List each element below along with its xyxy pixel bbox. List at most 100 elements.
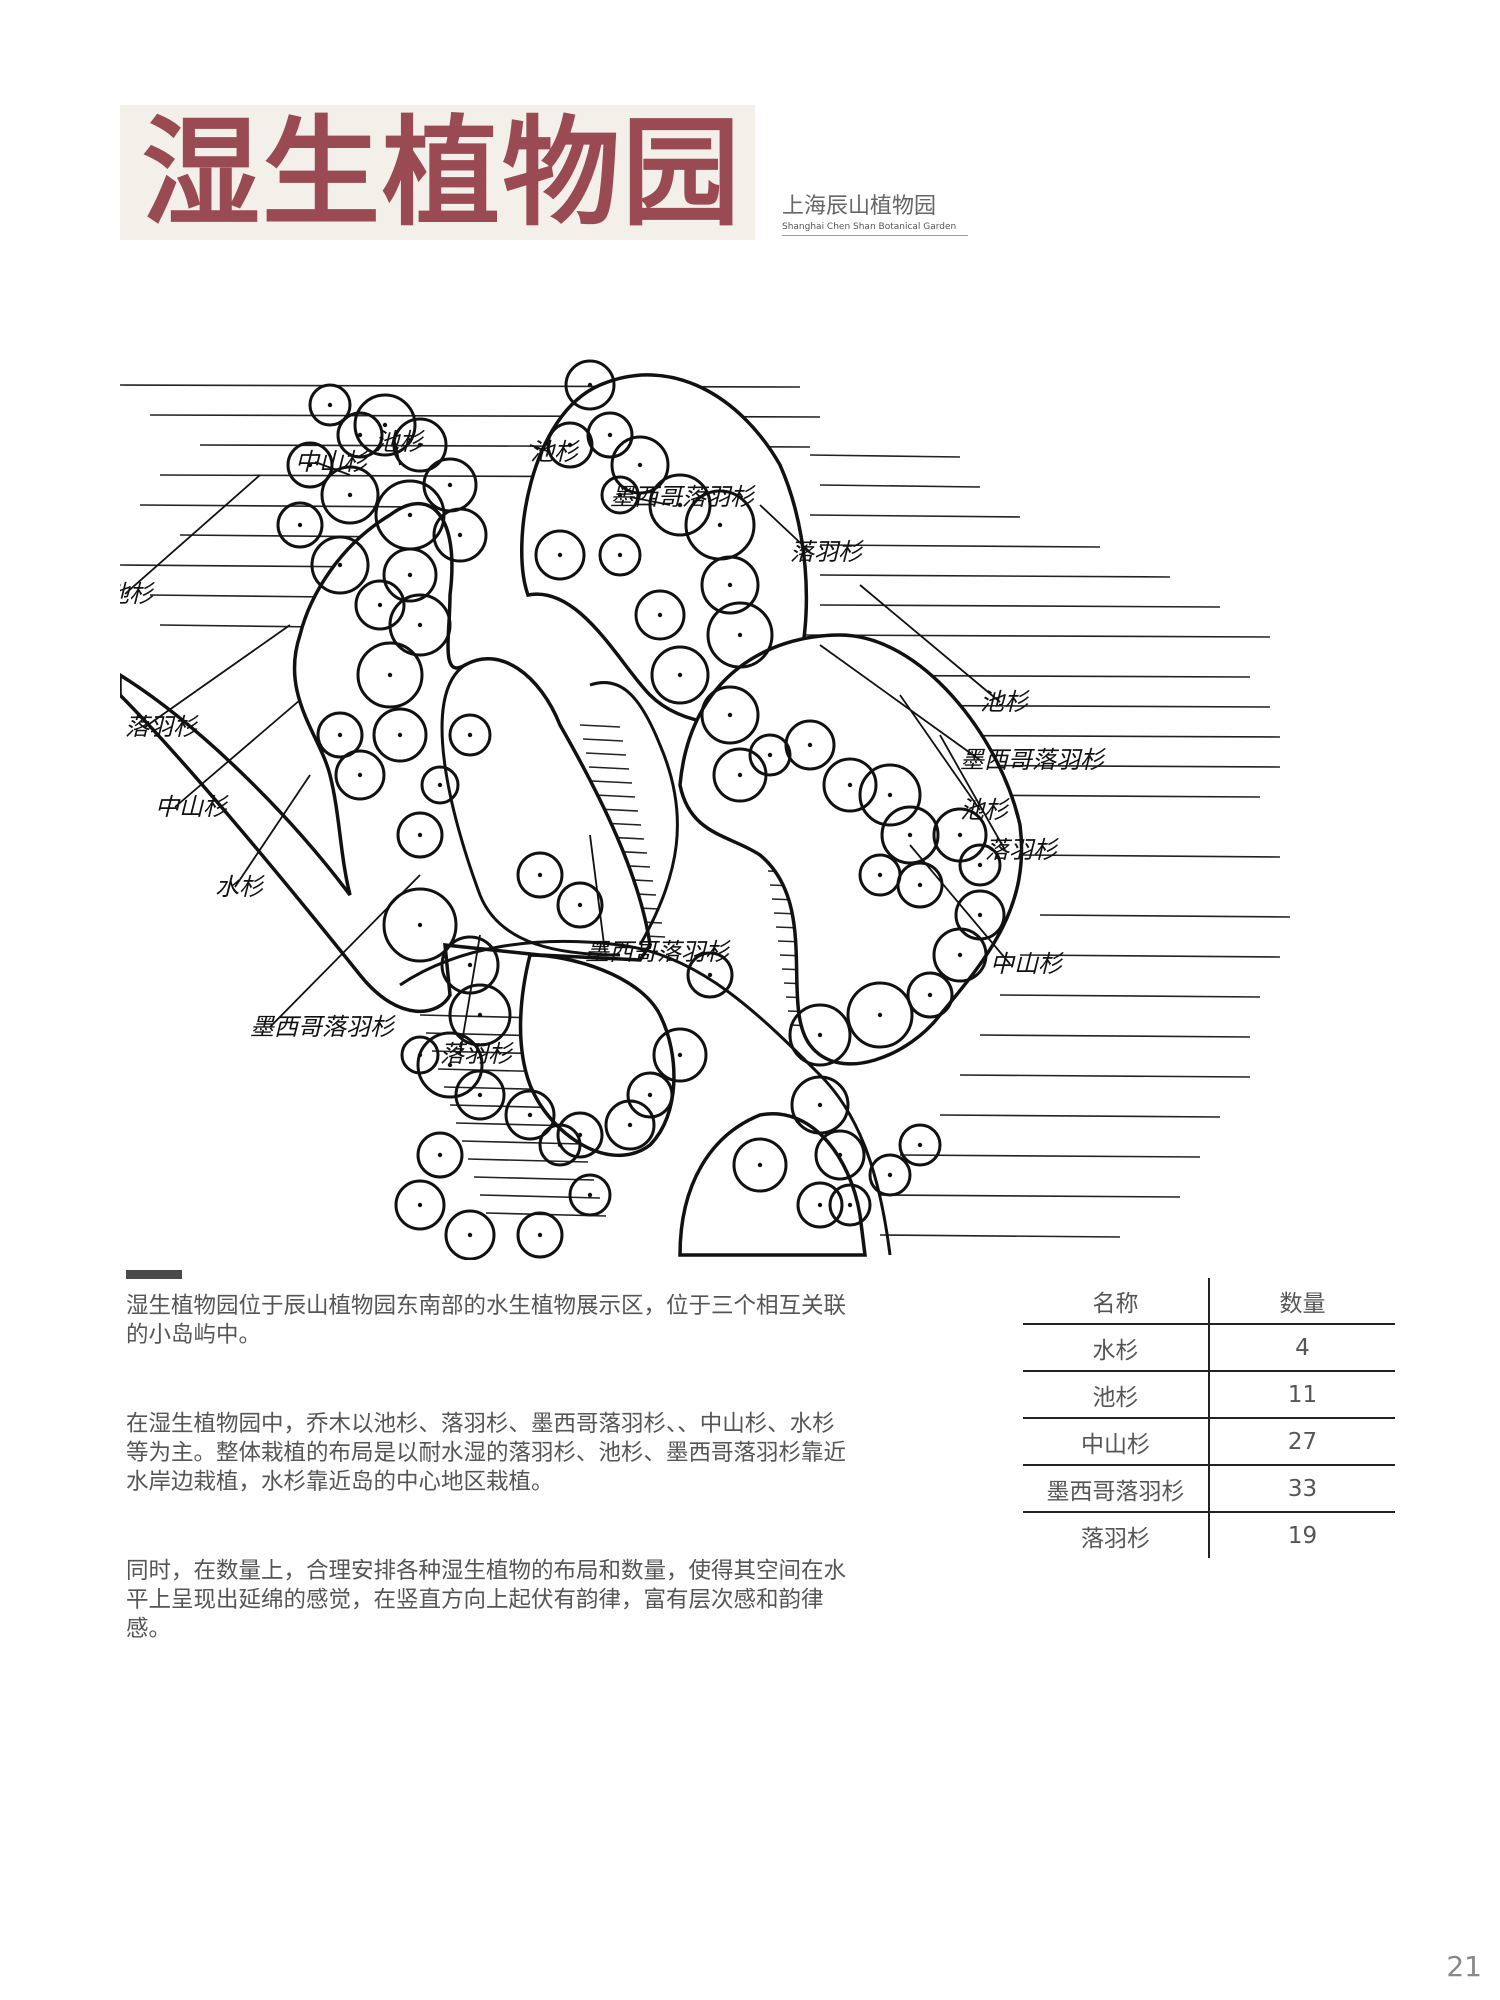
hatch-line [999, 994, 1261, 998]
plan-label-text: 池杉 [960, 796, 1010, 824]
hatch-line [588, 766, 630, 770]
tree-center-dot [727, 712, 733, 718]
leader-line [174, 699, 301, 808]
tree-circle [828, 1183, 872, 1227]
tree-center-dot [577, 902, 583, 908]
species-paragraph: 在湿生植物园中，乔木以池杉、落羽杉、墨西哥落羽杉、、中山杉、水杉等为主。整体栽植… [126, 1411, 847, 1495]
tree-circle [354, 579, 406, 631]
tree-center-dot [737, 632, 743, 638]
plan-label-text: 墨西哥落羽杉 [585, 938, 731, 966]
tree-circle [388, 593, 452, 657]
tree-circle [286, 441, 334, 489]
subtitle-english: Shanghai Chen Shan Botanical Garden [782, 222, 968, 236]
tree-circle [534, 529, 586, 581]
tree-center-dot [327, 402, 333, 408]
tree-center-dot [757, 1162, 763, 1168]
tree-circle [504, 1089, 556, 1141]
tree-circle [748, 733, 792, 777]
hatch-line [879, 1234, 1121, 1238]
tree-center-dot [817, 1202, 823, 1208]
tree-center-dot [817, 1102, 823, 1108]
intro-paragraph: 湿生植物园位于辰山植物园东南部的水生植物展示区，位于三个相互关联的小岛屿中。 [126, 1293, 847, 1348]
leader-line [589, 834, 606, 953]
hatch-line [819, 604, 1221, 608]
tree-center-dot [847, 1202, 853, 1208]
tree-circle [416, 1031, 484, 1099]
south-island-outline [518, 953, 676, 1157]
label-leader-lines [124, 441, 1011, 1055]
planting-plan-svg: 池杉中山杉池杉墨西哥落羽杉落羽杉池杉落羽杉中山杉水杉池杉墨西哥落羽杉池杉落羽杉中… [105, 359, 1291, 1261]
hatch-line [879, 1194, 1181, 1198]
hatch-line [149, 594, 331, 598]
plan-label-text: 落羽杉 [985, 836, 1059, 864]
tree-circle [420, 765, 460, 805]
plan-label-text: 池杉 [980, 688, 1030, 716]
tree-center-dot [437, 782, 443, 788]
tree-center-dot [347, 492, 353, 498]
tree-circle [700, 685, 760, 745]
tree-circle [732, 1137, 788, 1193]
tree-circle [700, 555, 760, 615]
page-number: 21 [1446, 1950, 1482, 1983]
tree-circle [392, 417, 448, 473]
tree-center-dot [677, 1052, 683, 1058]
tree-center-dot [537, 872, 543, 878]
tree-center-dot [677, 502, 683, 508]
tree-center-dot [477, 1092, 483, 1098]
tree-center-dot [357, 432, 363, 438]
tree-center-dot [447, 482, 453, 488]
tree-circle [634, 589, 686, 641]
tree-center-dot [657, 612, 663, 618]
tree-center-dot [417, 1052, 423, 1058]
hatch-line [979, 1034, 1251, 1038]
species-count-table: 名称 数量 水杉 4 池杉 11 中山杉 27 墨西哥落羽杉 33 落羽杉 19 [1023, 1278, 1395, 1558]
hatch-line [159, 624, 321, 628]
tree-circle [396, 811, 444, 859]
table-row: 落羽杉 19 [1023, 1512, 1395, 1558]
tree-center-dot [467, 1232, 473, 1238]
tree-circle [626, 1071, 674, 1119]
hatch-line [139, 504, 421, 508]
leader-line [629, 496, 671, 506]
tree-center-dot [617, 552, 623, 558]
plan-label-text: 中山杉 [155, 793, 229, 821]
tree-circle [310, 535, 370, 595]
table-row: 墨西哥落羽杉 33 [1023, 1465, 1395, 1513]
plan-label-text: 墨西哥落羽杉 [960, 746, 1106, 774]
leader-line [899, 694, 981, 811]
tree-circle [356, 641, 424, 709]
tree-center-dot [417, 442, 423, 448]
plan-label-text: 墨西哥落羽杉 [610, 483, 756, 511]
tree-circle [448, 983, 512, 1047]
tree-circle [846, 981, 914, 1049]
table-row: 水杉 4 [1023, 1324, 1395, 1372]
hatch-line [939, 1114, 1221, 1118]
tree-center-dot [957, 952, 963, 958]
tree-center-dot [637, 462, 643, 468]
plan-labels: 池杉中山杉池杉墨西哥落羽杉落羽杉池杉落羽杉中山杉水杉池杉墨西哥落羽杉池杉落羽杉中… [105, 428, 1106, 1068]
tree-circle [822, 757, 878, 813]
leader-line [459, 934, 481, 1055]
tree-circle [454, 1069, 506, 1121]
hatch-line [809, 454, 961, 458]
north-island-outline [520, 373, 809, 725]
tree-center-dot [587, 382, 593, 388]
hatch-line [809, 514, 1021, 518]
tree-center-dot [877, 1012, 883, 1018]
leader-line [529, 444, 551, 453]
tree-center-dot [337, 562, 343, 568]
south-peninsula-outline [678, 1112, 867, 1257]
tree-center-dot [917, 882, 923, 888]
tree-circle [788, 1003, 852, 1067]
hatch-line [1039, 914, 1291, 918]
hatch-line [899, 1154, 1201, 1158]
tree-center-dot [382, 422, 388, 428]
species-count: 33 [1209, 1465, 1395, 1513]
tree-center-dot [457, 532, 463, 538]
plan-label-text: 落羽杉 [790, 538, 864, 566]
hatch-line [579, 724, 621, 728]
leader-line [909, 844, 1011, 965]
tree-center-dot [297, 522, 303, 528]
tree-center-dot [807, 742, 813, 748]
species-count: 27 [1209, 1418, 1395, 1466]
